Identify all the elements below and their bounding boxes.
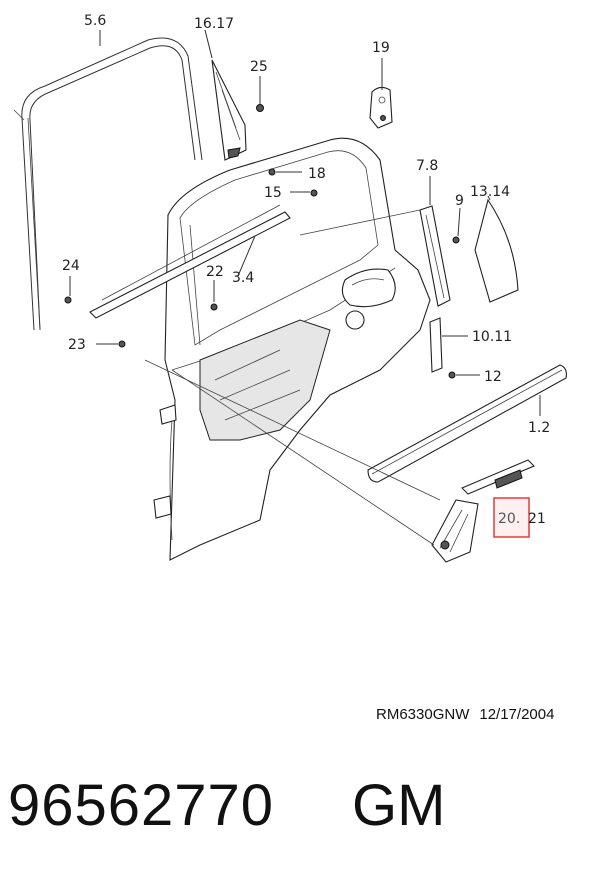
callout-22: 22 (206, 264, 224, 280)
leader-lines (69, 29, 541, 546)
callout-25: 25 (250, 59, 268, 75)
callout-15: 15 (264, 185, 282, 201)
rear-door-shell (153, 137, 431, 561)
highlighted-callout-box (493, 497, 530, 538)
callout-23: 23 (68, 337, 86, 353)
callout-7-8: 7.8 (416, 158, 438, 174)
brand-name: GM (352, 773, 446, 838)
reference-date: 12/17/2004 (479, 706, 555, 723)
callout-24: 24 (62, 258, 80, 274)
callout-20: 20. (498, 511, 520, 527)
outer-belt-molding (367, 364, 567, 483)
hinge-bracket (369, 86, 393, 129)
inner-belt-strip (89, 204, 291, 319)
glass-run-channel (419, 205, 451, 307)
callout-10-11: 10.11 (472, 329, 512, 345)
drawing-reference: RM6330GNW 12/17/2004 (376, 706, 564, 723)
callout-1-2: 1.2 (528, 420, 550, 436)
callout-16-17: 16.17 (194, 16, 234, 32)
outer-window-seal (13, 37, 203, 331)
callout-9: 9 (455, 193, 464, 209)
callout-12: 12 (484, 369, 502, 385)
callout-19: 19 (372, 40, 390, 56)
part-number: 96562770 (8, 773, 275, 838)
quarter-window-glass (211, 59, 247, 161)
callout-5-6: 5.6 (84, 13, 106, 29)
callout-3-4: 3.4 (232, 270, 254, 286)
reference-code: RM6330GNW (376, 706, 470, 723)
callout-21: 21 (528, 511, 546, 527)
fasteners (64, 104, 460, 379)
callout-13-14: 13.14 (470, 184, 510, 200)
channel-bracket (429, 317, 443, 373)
callout-18: 18 (308, 166, 326, 182)
window-regulator (431, 459, 535, 563)
fixed-corner-glass (474, 198, 519, 303)
